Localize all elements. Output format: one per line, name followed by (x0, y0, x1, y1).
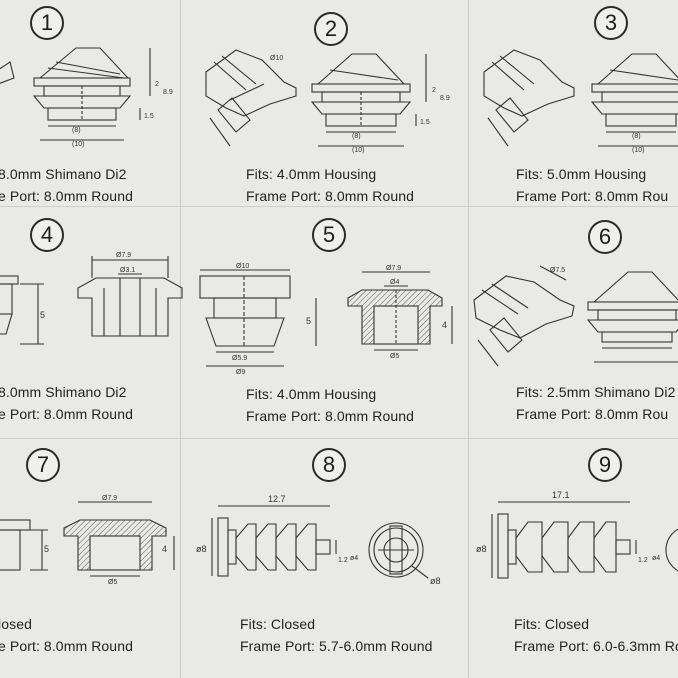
grommet-7-partial (0, 519, 48, 571)
dim-6-75: Ø7.5 (550, 267, 565, 274)
grommet-3-angled-view (483, 49, 575, 147)
dim-7-4: 4 (162, 544, 167, 554)
dim-5-4v: 4 (442, 320, 447, 330)
grommet-7-section-view (63, 501, 175, 577)
dim-9-171: 17.1 (552, 490, 570, 500)
cell-5-fits: Fits: 4.0mm Housing (246, 386, 377, 402)
cell-9-port: Frame Port: 6.0-6.3mm Roun (514, 638, 678, 654)
dim-5-10: Ø10 (236, 263, 249, 270)
dim-9-12: 1.2 (638, 557, 648, 564)
plug-8-side-view (211, 505, 337, 577)
dim-2-8: (8) (352, 133, 361, 140)
grommet-1-side-view (0, 47, 151, 141)
cell-7-fits: losed (0, 616, 32, 632)
cell-7-port: e Port: 8.0mm Round (0, 638, 133, 654)
cell-4-port: e Port: 8.0mm Round (0, 406, 133, 422)
cell-number-7: 7 (26, 448, 60, 482)
dim-8-8b: ø8 (430, 576, 441, 586)
cell-number-6: 6 (588, 220, 622, 254)
cell-number-3: 3 (594, 6, 628, 40)
cell-5-port: Frame Port: 8.0mm Round (246, 408, 415, 424)
cell-8-port: Frame Port: 5.7-6.0mm Round (240, 638, 433, 654)
dim-5-9: Ø9 (236, 369, 245, 376)
dim-8-8: ø8 (196, 544, 207, 554)
grommet-6-angled-view (473, 265, 575, 367)
cell-6-port: Frame Port: 8.0mm Rou (516, 406, 669, 422)
cell-2-fits: Fits: 4.0mm Housing (246, 166, 377, 182)
grommet-4-partial (0, 275, 44, 345)
dim-8-127: 12.7 (268, 494, 286, 504)
grommet-2-side-view (310, 53, 427, 147)
plug-9-end-view-partial (665, 528, 678, 572)
cell-number-9: 9 (588, 448, 622, 482)
dim-4-79: Ø7.9 (116, 252, 131, 259)
dim-1-15: 1.5 (144, 113, 154, 120)
dim-8-12: 1.2 (338, 557, 348, 564)
cell-4-fits: 8.0mm Shimano Di2 (0, 384, 127, 400)
plug-8-end-view (368, 522, 429, 579)
dim-5-5: 5 (306, 316, 311, 326)
cell-6-fits: Fits: 2.5mm Shimano Di2 (516, 384, 676, 400)
grommet-5-side-view (199, 269, 317, 367)
grommet-3-side-view (590, 53, 678, 147)
dim-5-59: Ø5.9 (232, 355, 247, 362)
dim-1-2: 2 (155, 81, 159, 88)
dim-2-2: 2 (432, 87, 436, 94)
cell-1-port: e Port: 8.0mm Round (0, 188, 133, 204)
dim-4-5: 5 (40, 310, 45, 320)
dim-5-79: Ø7.9 (386, 265, 401, 272)
cell-number-2: 2 (314, 12, 348, 46)
cell-number-8: 8 (312, 448, 346, 482)
dim-3-8: (8) (632, 133, 641, 140)
dim-7-5: 5 (44, 544, 49, 554)
dim-7-79: Ø7.9 (102, 495, 117, 502)
cell-2-port: Frame Port: 8.0mm Round (246, 188, 415, 204)
dim-1-8: (8) (72, 127, 81, 134)
dim-1-89: 8.9 (163, 89, 173, 96)
row-divider (0, 206, 678, 207)
dim-5-4: Ø4 (390, 279, 399, 286)
grommet-6-side-view (586, 271, 678, 363)
cell-number-5: 5 (312, 218, 346, 252)
dim-5-5b: Ø5 (390, 353, 399, 360)
grommet-2-angled-view (205, 49, 297, 147)
dim-2-89: 8.9 (440, 95, 450, 102)
dim-9-4: ø4 (652, 555, 660, 562)
dim-2-15: 1.5 (420, 119, 430, 126)
cell-1-fits: 8.0mm Shimano Di2 (0, 166, 127, 182)
column-divider (180, 0, 181, 678)
dim-8-4: ø4 (350, 555, 358, 562)
dim-1-10: (10) (72, 141, 84, 148)
dim-3-10: (10) (632, 147, 644, 154)
row-divider (0, 438, 678, 439)
cell-9-fits: Fits: Closed (514, 616, 590, 632)
grommet-5-section-view (347, 271, 453, 351)
dim-9-8: ø8 (476, 544, 487, 554)
plug-9-side-view (491, 501, 637, 579)
cell-number-4: 4 (30, 218, 64, 252)
dim-2-d: Ø10 (270, 55, 283, 62)
dim-2-10: (10) (352, 147, 364, 154)
dim-4-31: Ø3.1 (120, 267, 135, 274)
column-divider (468, 0, 469, 678)
cell-3-fits: Fits: 5.0mm Housing (516, 166, 647, 182)
grommet-4-section-view (77, 256, 183, 337)
dim-7-5b: Ø5 (108, 579, 117, 586)
cell-8-fits: Fits: Closed (240, 616, 316, 632)
cell-number-1: 1 (30, 6, 64, 40)
cell-3-port: Frame Port: 8.0mm Rou (516, 188, 669, 204)
